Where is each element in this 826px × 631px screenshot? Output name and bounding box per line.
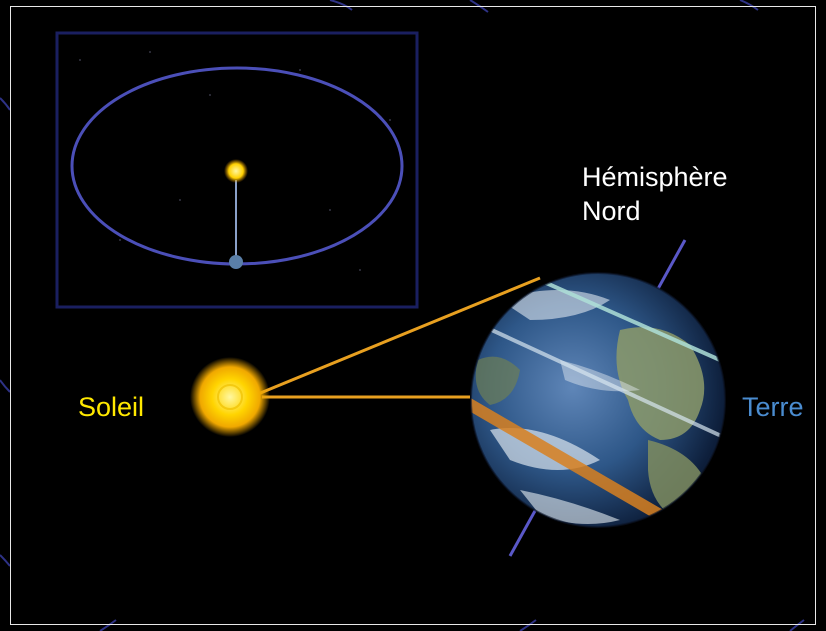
inset-stars: [79, 51, 391, 271]
sunlight-rays: [257, 276, 541, 399]
earth-label: Terre: [742, 392, 804, 422]
frame-border: [10, 6, 816, 625]
earth-globe-icon: [470, 272, 726, 528]
ray-to-north: [257, 276, 541, 396]
sunlit-latitude-band: [471, 394, 664, 521]
inset-earth-icon: [229, 255, 243, 269]
background-arcs: [0, 0, 805, 631]
inset-sun-icon: [224, 159, 248, 183]
orbit-inset: [55, 31, 419, 309]
hemisphere-label-line1: Hémisphère: [582, 162, 728, 192]
equator-line: [471, 318, 725, 442]
sun-label: Soleil: [78, 392, 145, 422]
latitude-north-line: [534, 276, 721, 362]
sun-icon: [190, 357, 270, 437]
hemisphere-nord-label: Hémisphère Nord: [582, 160, 728, 228]
hemisphere-label-line2: Nord: [582, 196, 641, 226]
